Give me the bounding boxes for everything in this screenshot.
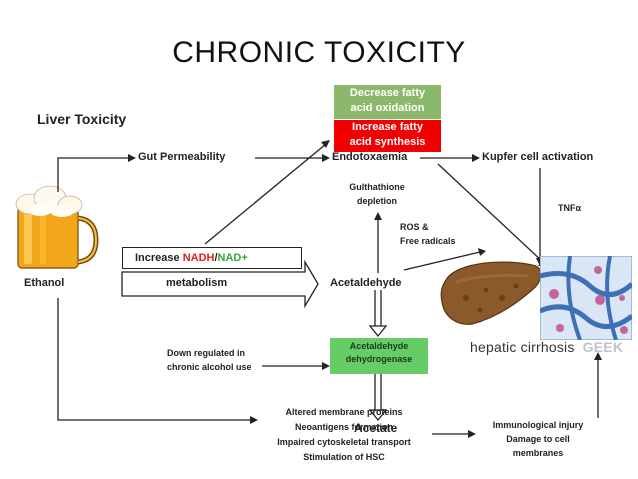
ros-line-2: Free radicals — [400, 236, 456, 246]
ethanol-label: Ethanol — [24, 277, 65, 289]
acetaldehyde-dehydrogenase-box: Acetaldehyde dehydrogenase — [330, 338, 428, 374]
page-title: CHRONIC TOXICITY — [172, 36, 466, 69]
immuno-item: membranes — [512, 448, 564, 458]
slash-text: / — [214, 252, 218, 264]
immuno-item: Damage to cell — [506, 434, 570, 444]
immunological-list: Immunological injury Damage to cell memb… — [474, 418, 602, 460]
ros-line-1: ROS & — [400, 222, 429, 232]
increase-nadh-box: Increase NADH/NAD+ — [122, 247, 302, 269]
enzyme-line-1: Acetaldehyde — [349, 341, 409, 351]
tnf-label: TNFα — [558, 203, 582, 213]
cirrhosis-caption: hepatic cirrhosis GEEK — [470, 339, 623, 355]
cirrhosis-text: hepatic cirrhosis — [470, 339, 575, 355]
section-subtitle: Liver Toxicity — [37, 111, 127, 127]
down-line-2: chronic alcohol use — [167, 362, 252, 372]
altered-item: Altered membrane proteins — [285, 407, 403, 417]
altered-list: Altered membrane proteins Neoantigens fo… — [256, 405, 432, 465]
liver-image — [440, 261, 542, 325]
increase-line-2: acid synthesis — [349, 136, 426, 148]
increase-text: Increase — [135, 252, 183, 264]
decrease-fatty-box: Decrease fatty acid oxidation — [334, 85, 441, 119]
increase-fatty-box: Increase fatty acid synthesis — [334, 120, 441, 152]
altered-item: Impaired cytoskeletal transport — [277, 437, 411, 447]
altered-item: Stimulation of HSC — [303, 452, 385, 462]
gulthathione-label: Gulthathione depletion — [340, 180, 414, 208]
endotoxaemia-label: Endotoxaemia — [332, 151, 408, 163]
gut-permeability-label: Gut Permeability — [138, 151, 226, 163]
acetaldehyde-label: Acetaldehyde — [330, 277, 402, 289]
altered-item: Neoantigens formation — [294, 422, 393, 432]
nadh-text: NADH — [182, 252, 215, 264]
nad-text: NAD+ — [217, 252, 248, 264]
watermark-text: GEEK — [582, 339, 624, 355]
immuno-item: Immunological injury — [492, 420, 584, 430]
acetate-label: Acetate — [354, 421, 398, 435]
gulthathione-line-2: depletion — [357, 196, 397, 206]
decrease-line-1: Decrease fatty — [349, 87, 426, 99]
down-line-1: Down regulated in — [167, 348, 246, 358]
ros-label: ROS & Free radicals — [400, 220, 456, 248]
enzyme-line-2: dehydrogenase — [345, 354, 413, 364]
increase-line-1: Increase fatty — [352, 121, 423, 133]
gulthathione-line-1: Gulthathione — [349, 182, 405, 192]
down-regulated-label: Down regulated in chronic alcohol use — [167, 346, 252, 374]
kupfer-label: Kupfer cell activation — [482, 151, 594, 163]
decrease-line-2: acid oxidation — [350, 102, 425, 114]
histology-image — [540, 256, 632, 340]
metabolism-label: metabolism — [166, 277, 228, 289]
